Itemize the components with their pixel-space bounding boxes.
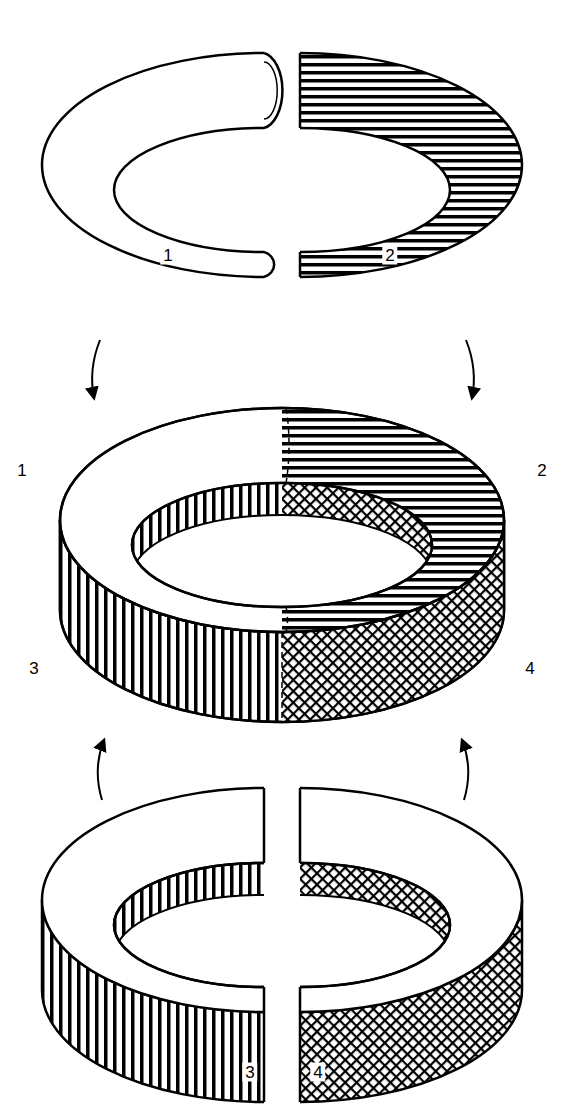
upper-pieces [42, 53, 522, 277]
lower-pieces [42, 788, 522, 1102]
callout-number: 2 [534, 461, 549, 480]
assembled-torus [60, 408, 504, 722]
callout-number: 3 [242, 1063, 257, 1082]
callout-number: 4 [522, 659, 537, 678]
piece-4 [78, 788, 522, 1102]
piece-2 [78, 53, 522, 277]
assembly-arrows [92, 340, 474, 800]
callout-number: 1 [160, 246, 175, 265]
callout-number: 2 [382, 246, 397, 265]
callout-number: 3 [26, 659, 41, 678]
callout-number: 1 [14, 461, 29, 480]
callout-number: 4 [310, 1063, 325, 1082]
